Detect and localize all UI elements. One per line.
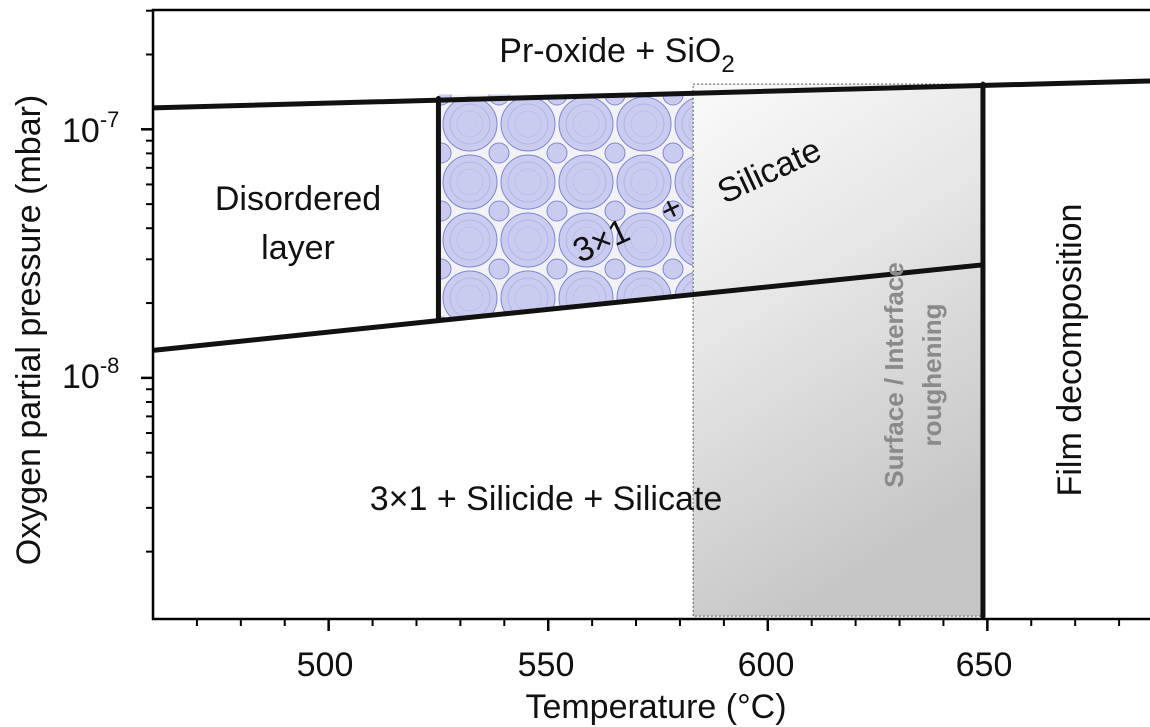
axis-ticks bbox=[141, 9, 1121, 631]
label-film-decomposition: Film decomposition bbox=[1051, 204, 1089, 497]
region-3x1-pattern bbox=[438, 94, 694, 321]
x-tick-label-600: 600 bbox=[738, 646, 795, 684]
x-tick-label-650: 650 bbox=[956, 646, 1013, 684]
shaded-regions bbox=[438, 83, 984, 617]
plot-frame bbox=[151, 8, 1150, 621]
label-surface-interface: Surface / Interface bbox=[879, 262, 909, 487]
label-disordered: Disordered bbox=[215, 180, 381, 218]
x-axis-title: Temperature (°C) bbox=[525, 688, 786, 726]
x-tick-label-550: 550 bbox=[518, 646, 575, 684]
y-tick-label-1e-7: 10-7 bbox=[62, 107, 119, 150]
y-tick-label-1e-8: 10-8 bbox=[62, 353, 119, 396]
boundary-upper bbox=[153, 78, 1150, 111]
label-pr-oxide-sio2: Pr-oxide + SiO2 bbox=[499, 32, 734, 78]
x-tick-label-500: 500 bbox=[297, 646, 354, 684]
region-roughening bbox=[692, 83, 984, 617]
phase-boundaries bbox=[153, 78, 1150, 619]
label-layer: layer bbox=[261, 229, 335, 267]
label-roughening: roughening bbox=[917, 304, 947, 447]
y-axis-title: Oxygen partial pressure (mbar) bbox=[10, 95, 48, 566]
label-3x1-silicide-silicate: 3×1 + Silicide + Silicate bbox=[370, 480, 722, 518]
